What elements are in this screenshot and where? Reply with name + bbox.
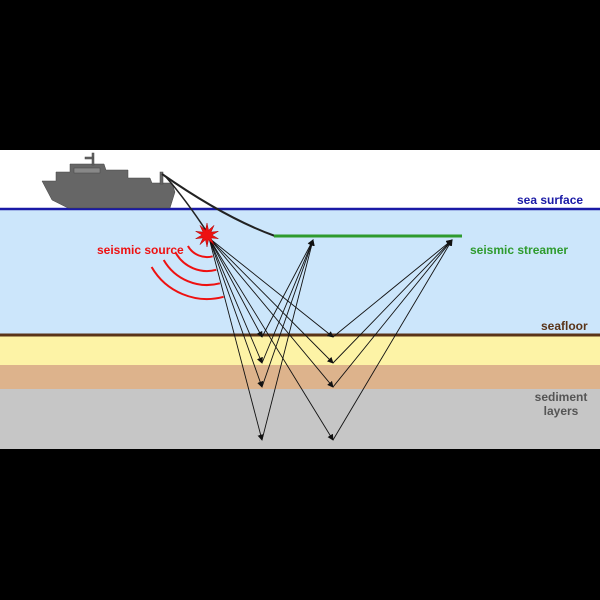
ray-segment bbox=[261, 239, 315, 441]
sea-surface-label: sea surface bbox=[517, 193, 584, 207]
ray-paths bbox=[208, 237, 453, 441]
seismic-streamer-label: seismic streamer bbox=[470, 243, 569, 257]
ray-segment bbox=[332, 239, 453, 364]
sound-wave-arc bbox=[187, 245, 213, 259]
sediment-layers-label: sediment layers bbox=[533, 390, 589, 418]
ray-segment bbox=[332, 239, 453, 338]
ray-segment bbox=[261, 239, 315, 388]
ray-segment bbox=[208, 237, 334, 388]
seafloor-label: seafloor bbox=[541, 319, 588, 333]
ray-segment bbox=[208, 237, 263, 364]
sound-waves bbox=[150, 245, 224, 300]
ship-icon bbox=[41, 152, 176, 209]
seismic-source-label: seismic source bbox=[97, 243, 184, 257]
seismic-source-burst-icon bbox=[195, 222, 219, 248]
source-tow-cable bbox=[165, 176, 208, 233]
streamer-tow-cable bbox=[161, 173, 276, 237]
ray-segment bbox=[332, 239, 453, 388]
ray-segment bbox=[332, 239, 453, 441]
ray-segment bbox=[261, 239, 314, 338]
ray-segment bbox=[208, 237, 264, 441]
sediment-layer-2 bbox=[0, 365, 600, 389]
sediment-layer-1 bbox=[0, 335, 600, 365]
ray-segment bbox=[208, 237, 334, 338]
sound-wave-arc bbox=[150, 266, 224, 300]
ray-segment bbox=[208, 237, 334, 364]
ray-segment bbox=[208, 237, 264, 388]
ray-segment bbox=[208, 237, 334, 441]
ray-segment bbox=[261, 239, 314, 364]
sediment-label-line-1: sediment bbox=[534, 390, 588, 404]
sound-wave-arc bbox=[174, 252, 217, 273]
ray-segment bbox=[208, 237, 263, 338]
sediment-label-line-2: layers bbox=[543, 404, 579, 418]
sediment-layer-3 bbox=[0, 389, 600, 449]
sound-wave-arc bbox=[162, 259, 221, 286]
